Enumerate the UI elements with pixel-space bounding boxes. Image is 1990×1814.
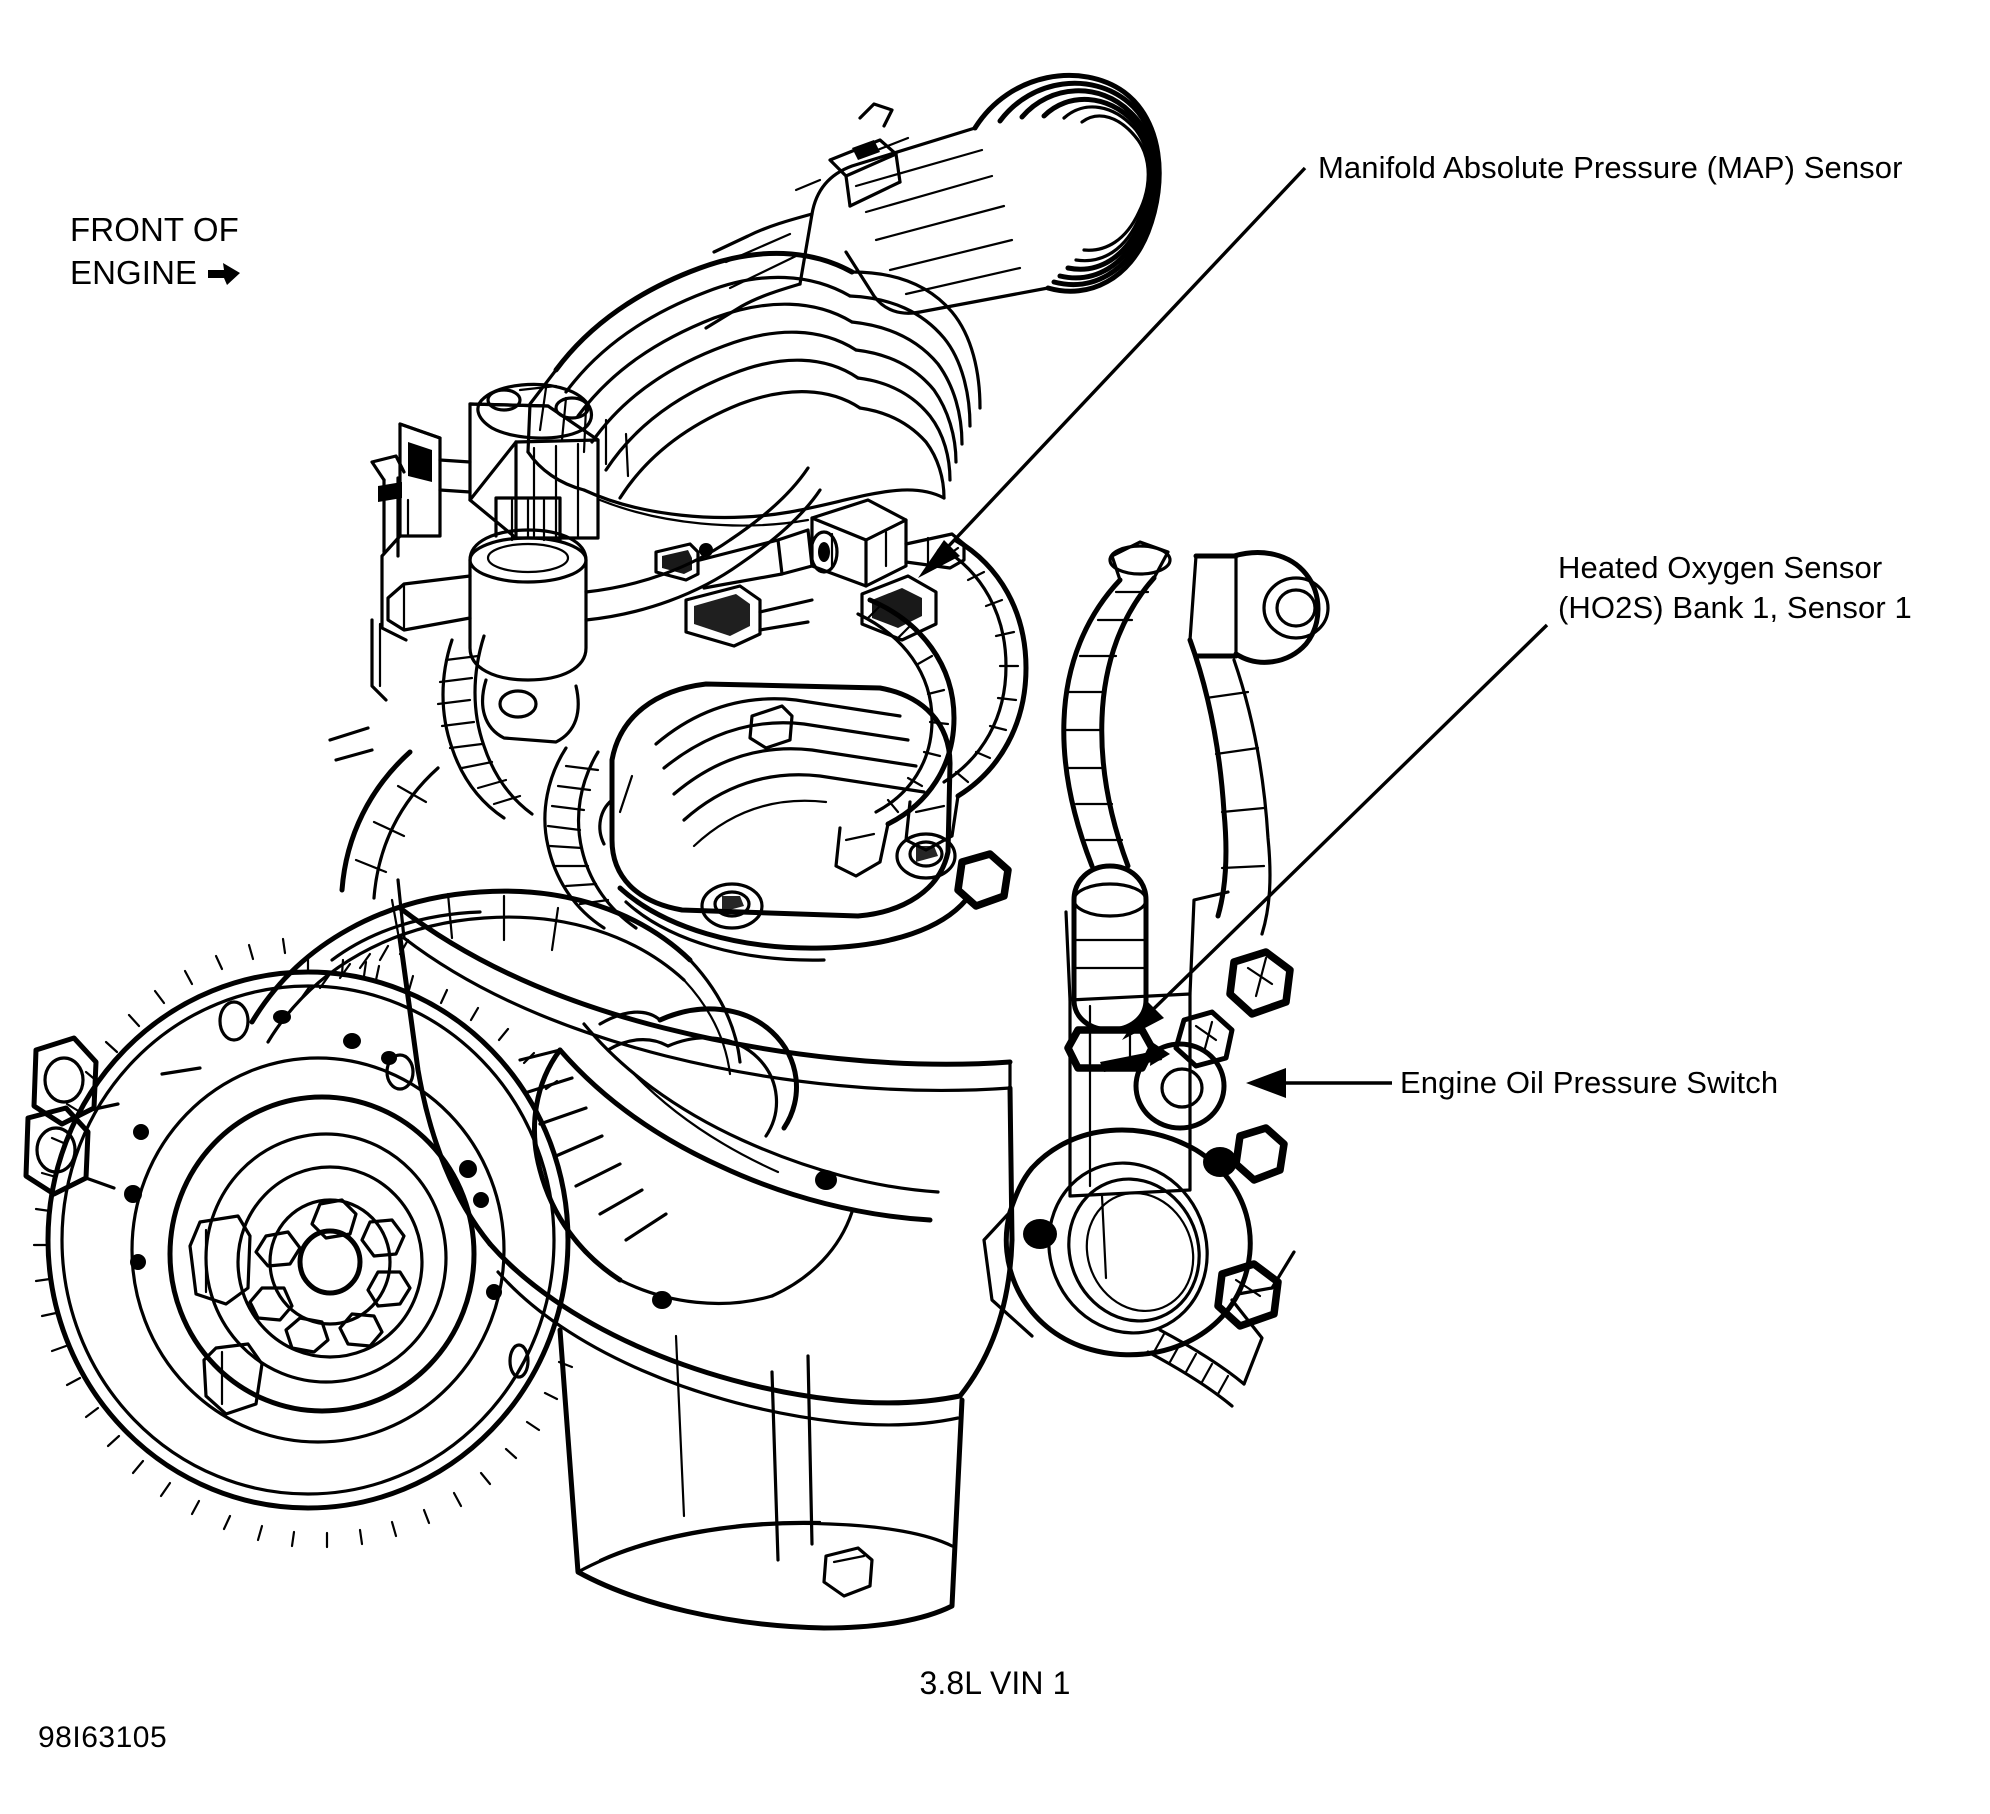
exhaust-flange-art — [982, 1127, 1296, 1358]
ho2s-text-line2: (HO2S) Bank 1, Sensor 1 — [1558, 590, 1912, 625]
oil-pressure-switch-leader — [1246, 1068, 1392, 1098]
ignition-coil-pack-art — [380, 382, 600, 642]
callout-heated-oxygen-sensor: Heated Oxygen Sensor (HO2S) Bank 1, Senso… — [1558, 548, 1912, 628]
callout-map-sensor: Manifold Absolute Pressure (MAP) Sensor — [1318, 148, 1903, 188]
exhaust-manifold-art — [518, 1022, 940, 1305]
map-sensor-text: Manifold Absolute Pressure (MAP) Sensor — [1318, 150, 1903, 185]
coolant-pipe-art — [339, 749, 799, 1138]
ho2s-text-line1: Heated Oxygen Sensor — [1558, 550, 1883, 585]
oil-switch-text: Engine Oil Pressure Switch — [1400, 1065, 1779, 1100]
front-of-engine-line1: FRONT OF — [70, 211, 239, 248]
plenum-connectors-art — [654, 530, 839, 648]
power-steering-pump-art — [386, 466, 822, 744]
figure-id-number: 98I63105 — [38, 1721, 168, 1754]
front-arrow-icon — [207, 254, 241, 285]
oil-pressure-switch-art — [1064, 890, 1294, 1330]
flywheel-art — [23, 937, 574, 1549]
right-bracket-art — [1146, 550, 1330, 1408]
upper-intake-manifold-art — [526, 250, 982, 527]
front-of-engine-line2: ENGINE — [70, 254, 198, 291]
callout-engine-oil-pressure-switch: Engine Oil Pressure Switch — [1400, 1063, 1778, 1103]
dipstick-bracket-art — [328, 454, 406, 762]
callout-leader-lines — [918, 166, 1549, 1098]
figure-caption: 3.8L VIN 1 — [919, 1665, 1071, 1701]
ho2s-sensor-art — [1061, 540, 1172, 1072]
throttle-bracket-art — [794, 102, 910, 208]
spark-plug-wires-art — [834, 537, 1029, 878]
engine-block-front-art — [396, 878, 1015, 1631]
air-intake-duct-art — [704, 72, 1162, 330]
map-sensor-art — [698, 498, 966, 642]
front-of-engine-label: FRONT OF ENGINE — [70, 208, 241, 294]
valve-cover-art — [598, 681, 969, 962]
bellhousing-art — [249, 888, 742, 1076]
ho2s-leader — [1122, 623, 1549, 1040]
map-sensor-leader — [918, 166, 1307, 578]
flywheel-hub-bolts — [248, 1198, 412, 1354]
